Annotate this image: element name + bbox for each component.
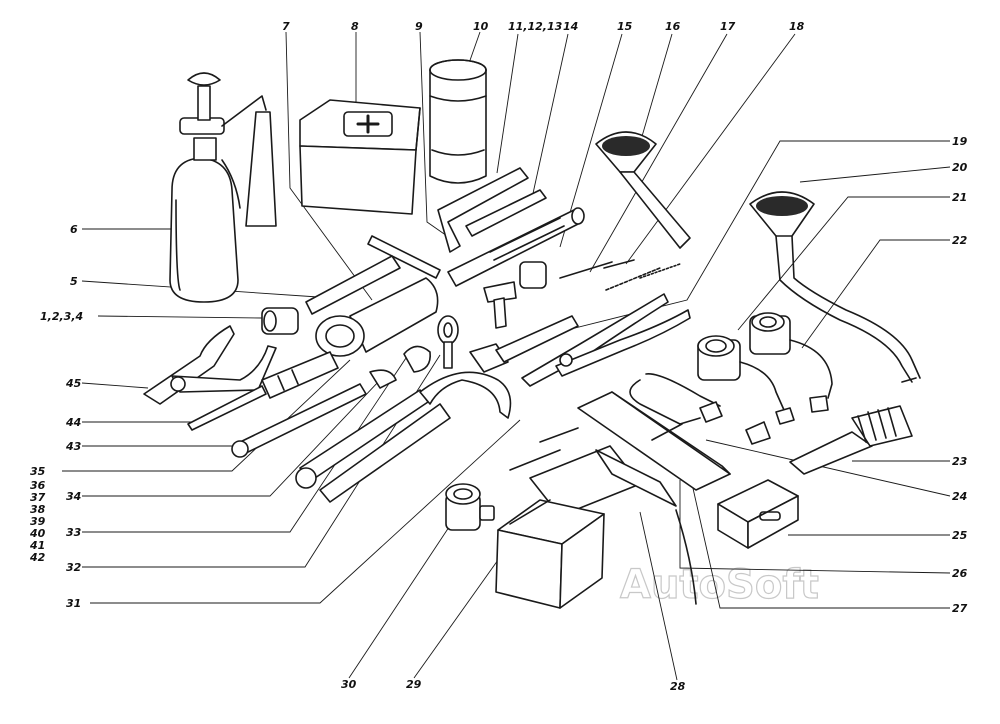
pump-27 bbox=[509, 427, 697, 605]
label-32: 32 bbox=[66, 561, 82, 574]
label-28: 28 bbox=[670, 680, 686, 693]
pliers-45 bbox=[143, 325, 277, 405]
label-11-13: 11,12,13 bbox=[508, 20, 563, 33]
label-41: 41 bbox=[29, 539, 45, 552]
label-30: 30 bbox=[341, 678, 357, 691]
label-22: 22 bbox=[952, 234, 968, 247]
label-21: 21 bbox=[952, 191, 967, 204]
flat-tool-43 bbox=[231, 383, 367, 458]
case-26 bbox=[577, 391, 731, 491]
label-40: 40 bbox=[29, 527, 46, 540]
label-42: 42 bbox=[29, 551, 46, 564]
puller-7 bbox=[305, 235, 441, 357]
socket-1-4 bbox=[261, 307, 299, 335]
label-36: 36 bbox=[30, 479, 46, 492]
leader-lines bbox=[62, 31, 951, 681]
label-18: 18 bbox=[789, 20, 805, 33]
label-8: 8 bbox=[351, 20, 359, 33]
funnel-16 bbox=[595, 131, 691, 249]
label-35: 35 bbox=[30, 465, 46, 478]
label-45: 45 bbox=[65, 377, 82, 390]
bolt bbox=[483, 281, 517, 329]
pressure-gauge-22 bbox=[749, 312, 833, 413]
label-27: 27 bbox=[952, 602, 968, 615]
hook-spanner-34 bbox=[319, 371, 512, 503]
hex-keys-11-13 bbox=[437, 167, 547, 253]
label-39: 39 bbox=[30, 515, 46, 528]
funnel-20 bbox=[749, 191, 921, 383]
brush-23 bbox=[789, 405, 913, 475]
label-33: 33 bbox=[66, 526, 82, 539]
label-17: 17 bbox=[720, 20, 736, 33]
label-5: 5 bbox=[70, 275, 78, 288]
gas-cylinder-6 bbox=[169, 72, 277, 303]
callout-labels: 6 5 1,2,3,4 7 8 9 10 11,12,13 14 15 16 1… bbox=[29, 20, 968, 693]
label-24: 24 bbox=[952, 490, 967, 503]
long-pliers-19 bbox=[521, 293, 691, 387]
wrenches-35-42 bbox=[295, 345, 431, 489]
screwdriver-44 bbox=[187, 351, 339, 431]
label-44: 44 bbox=[65, 416, 81, 429]
springs-17-18 bbox=[519, 259, 681, 291]
label-23: 23 bbox=[952, 455, 968, 468]
label-9: 9 bbox=[415, 20, 423, 33]
drift-14 bbox=[447, 207, 585, 287]
label-15: 15 bbox=[617, 20, 633, 33]
label-43: 43 bbox=[65, 440, 82, 453]
label-26: 26 bbox=[952, 567, 968, 580]
gauge-30 bbox=[445, 483, 495, 531]
container-10 bbox=[429, 59, 487, 184]
label-37: 37 bbox=[30, 491, 46, 504]
pressure-gauge-21 bbox=[697, 335, 795, 425]
label-31: 31 bbox=[66, 597, 81, 610]
label-38: 38 bbox=[30, 503, 46, 516]
label-29: 29 bbox=[406, 678, 422, 691]
label-34: 34 bbox=[66, 490, 81, 503]
block-25 bbox=[717, 479, 799, 549]
label-10: 10 bbox=[473, 20, 489, 33]
label-19: 19 bbox=[952, 135, 968, 148]
label-20: 20 bbox=[952, 161, 968, 174]
label-16: 16 bbox=[665, 20, 681, 33]
label-1-4: 1,2,3,4 bbox=[40, 310, 83, 323]
eye-bolt-33 bbox=[437, 315, 459, 369]
first-aid-box-8 bbox=[299, 99, 421, 215]
box-29 bbox=[495, 499, 605, 609]
label-14: 14 bbox=[563, 20, 578, 33]
label-25: 25 bbox=[952, 529, 968, 542]
label-7: 7 bbox=[282, 20, 290, 33]
hammer-32 bbox=[469, 315, 579, 373]
hose-24 bbox=[629, 373, 771, 445]
label-6: 6 bbox=[70, 223, 78, 236]
